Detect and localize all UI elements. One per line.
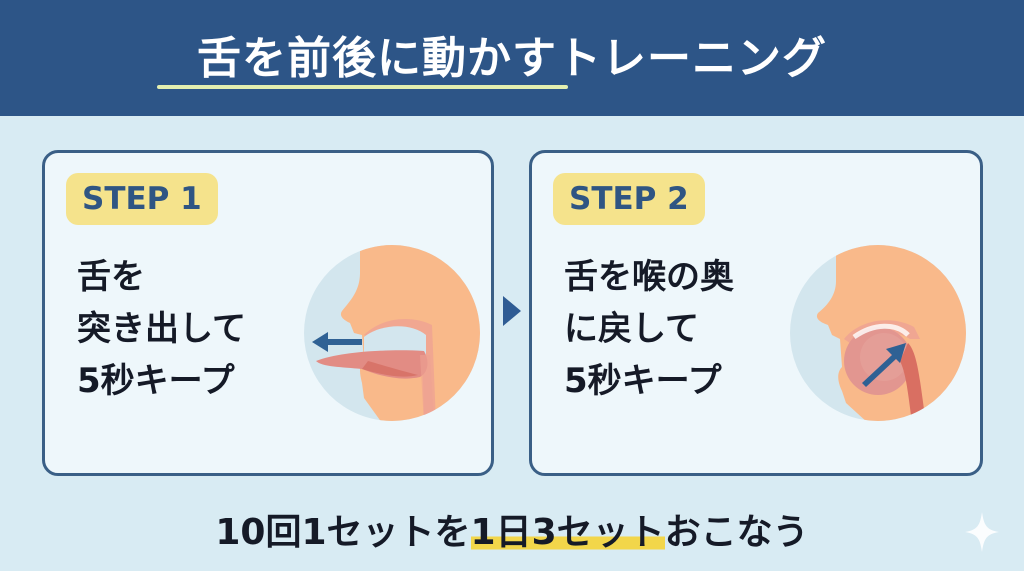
step-1-badge: STEP 1 [66, 173, 218, 225]
step-1-line-2: 突き出して [77, 309, 246, 349]
sparkle-icon [965, 512, 999, 552]
title-banner: 舌を前後に動かすトレーニング [0, 0, 1024, 116]
step-2-instruction: 舌を喉の奥 に戻して 5秒キープ [564, 251, 734, 407]
step-2-line-1: 舌を喉の奥 [564, 257, 734, 297]
step-1-line-1: 舌を [77, 257, 145, 297]
footer-instruction: 10回1セットを1日3セットおこなう [0, 503, 1024, 555]
step-2-badge: STEP 2 [553, 173, 705, 225]
step-1-instruction: 舌を 突き出して 5秒キープ [77, 251, 246, 407]
step-1-line-3: 5秒キープ [77, 361, 235, 401]
step-2-card: STEP 2 舌を喉の奥 に戻して 5秒キープ [529, 150, 983, 476]
step-2-line-3: 5秒キープ [564, 361, 722, 401]
title-underline [157, 85, 568, 89]
footer-highlight: 1日3セット [470, 512, 665, 553]
step-1-card: STEP 1 舌を 突き出して 5秒キープ [42, 150, 494, 476]
triangle-right-icon [503, 296, 521, 326]
footer-pre: 10回1セットを [215, 512, 471, 553]
footer-post: おこなう [664, 512, 809, 553]
tongue-back-illustration-icon [790, 245, 966, 421]
page-title: 舌を前後に動かすトレーニング [197, 33, 827, 84]
step-2-line-2: に戻して [564, 309, 699, 349]
tongue-forward-illustration-icon [304, 245, 480, 421]
